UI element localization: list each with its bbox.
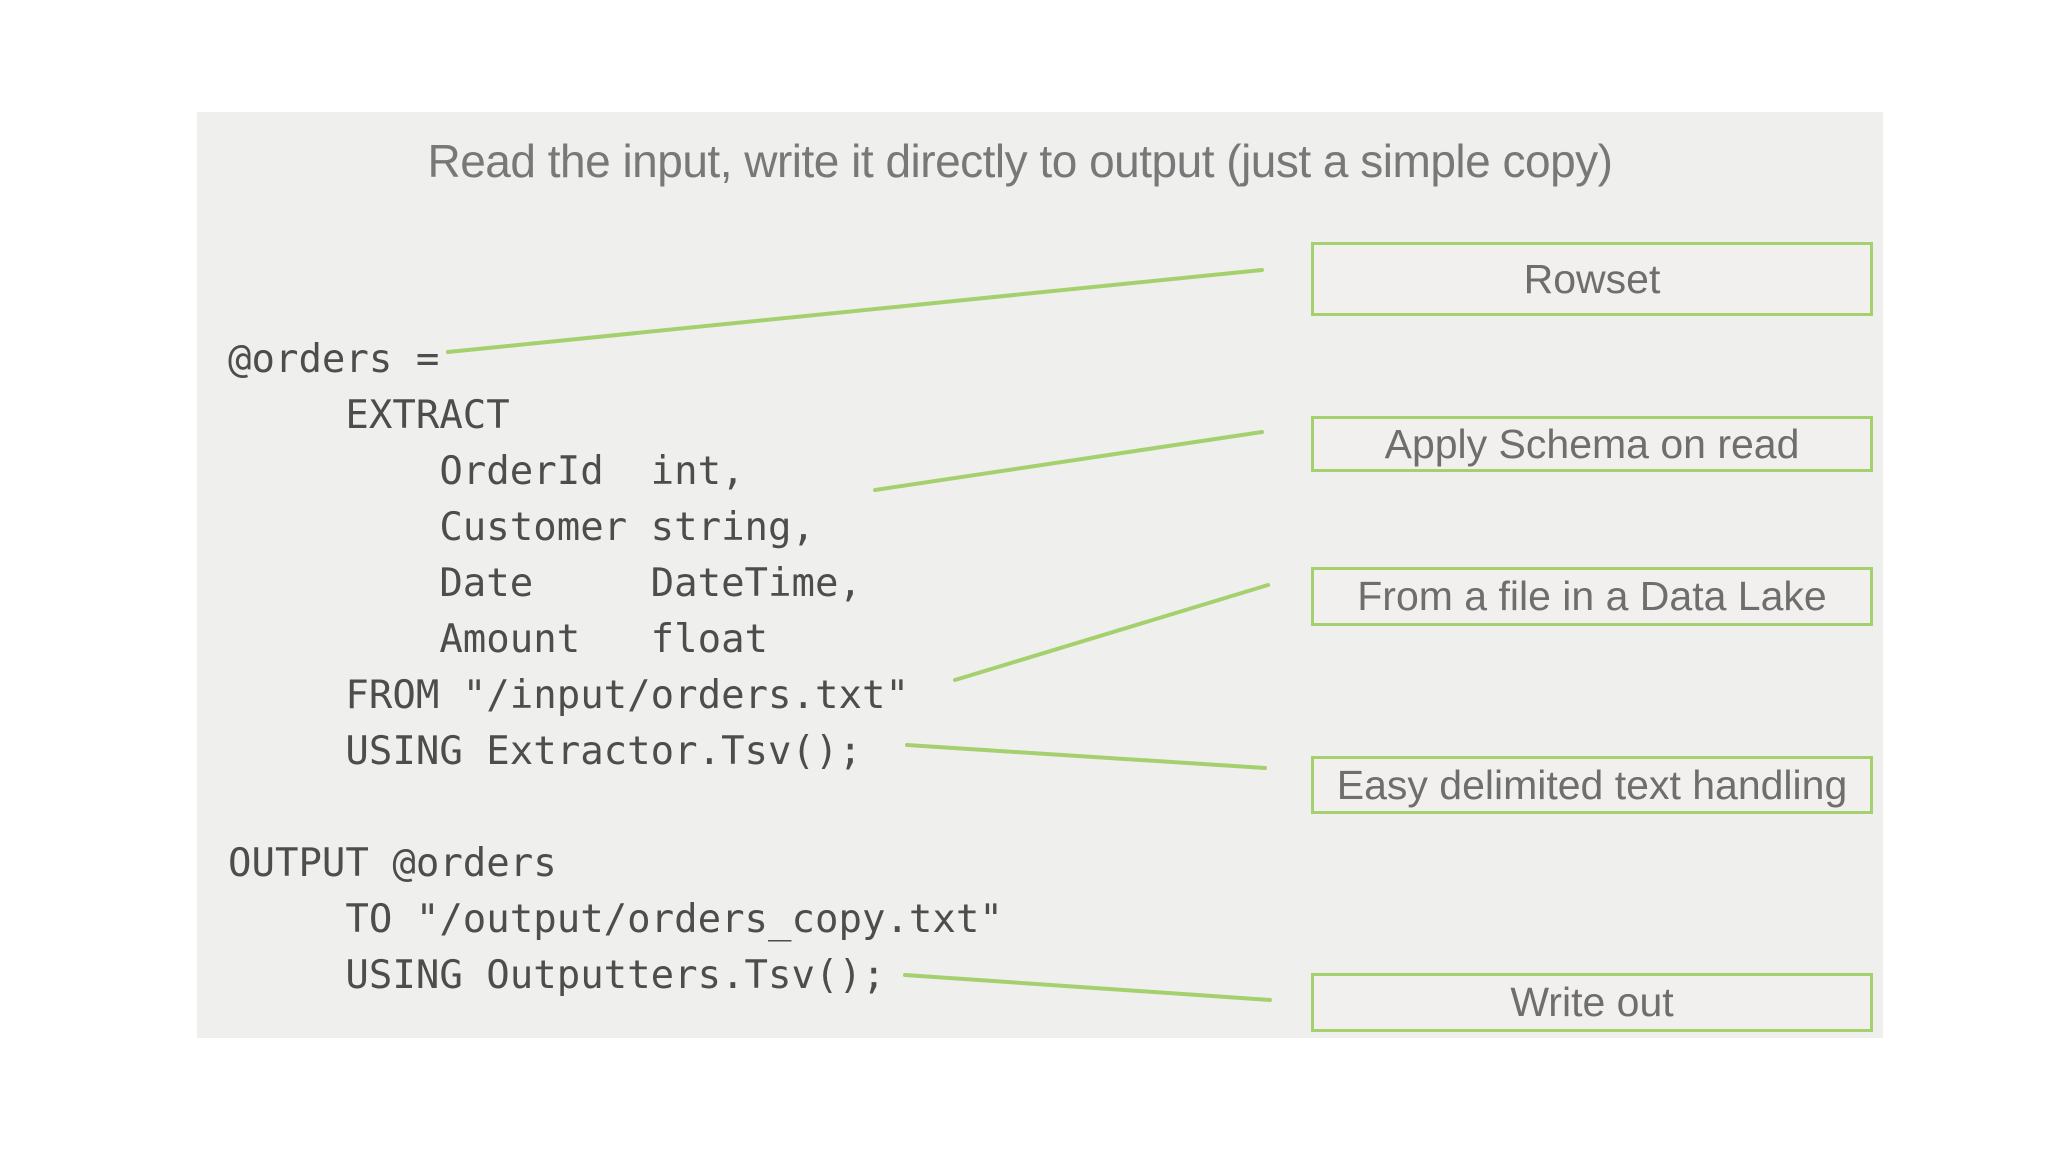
code-block: @orders = EXTRACT OrderId int, Customer … <box>228 332 1003 1004</box>
annotation-label-text-handling: Easy delimited text handling <box>1336 761 1848 808</box>
annotation-label-apply-schema: Apply Schema on read <box>1384 420 1800 467</box>
annotation-label-rowset: Rowset <box>1523 255 1661 302</box>
code-line-extract: EXTRACT <box>228 393 510 438</box>
code-line-output: OUTPUT @orders <box>228 841 557 886</box>
code-line-orders-assign: @orders = <box>228 337 440 382</box>
annotation-label-write-out: Write out <box>1510 979 1674 1025</box>
code-line-blank <box>228 780 1003 836</box>
slide-panel: Read the input, write it directly to out… <box>197 112 1883 1038</box>
code-line-orderid: OrderId int, <box>228 449 745 494</box>
code-line-to: TO "/output/orders_copy.txt" <box>228 897 1003 942</box>
code-line-using-extractor: USING Extractor.Tsv(); <box>228 729 862 774</box>
annotation-box-apply-schema: Apply Schema on read <box>1311 416 1873 472</box>
annotation-box-text-handling: Easy delimited text handling <box>1311 756 1873 814</box>
code-line-from: FROM "/input/orders.txt" <box>228 673 909 718</box>
annotation-box-data-lake: From a file in a Data Lake <box>1311 567 1873 626</box>
slide-title: Read the input, write it directly to out… <box>427 135 1613 187</box>
annotation-box-write-out: Write out <box>1311 973 1873 1032</box>
code-line-date: Date DateTime, <box>228 561 862 606</box>
code-line-using-outputter: USING Outputters.Tsv(); <box>228 953 886 998</box>
annotation-label-data-lake: From a file in a Data Lake <box>1357 573 1827 619</box>
annotation-box-rowset: Rowset <box>1311 242 1873 316</box>
code-line-customer: Customer string, <box>228 505 815 550</box>
code-line-amount: Amount float <box>228 617 769 662</box>
